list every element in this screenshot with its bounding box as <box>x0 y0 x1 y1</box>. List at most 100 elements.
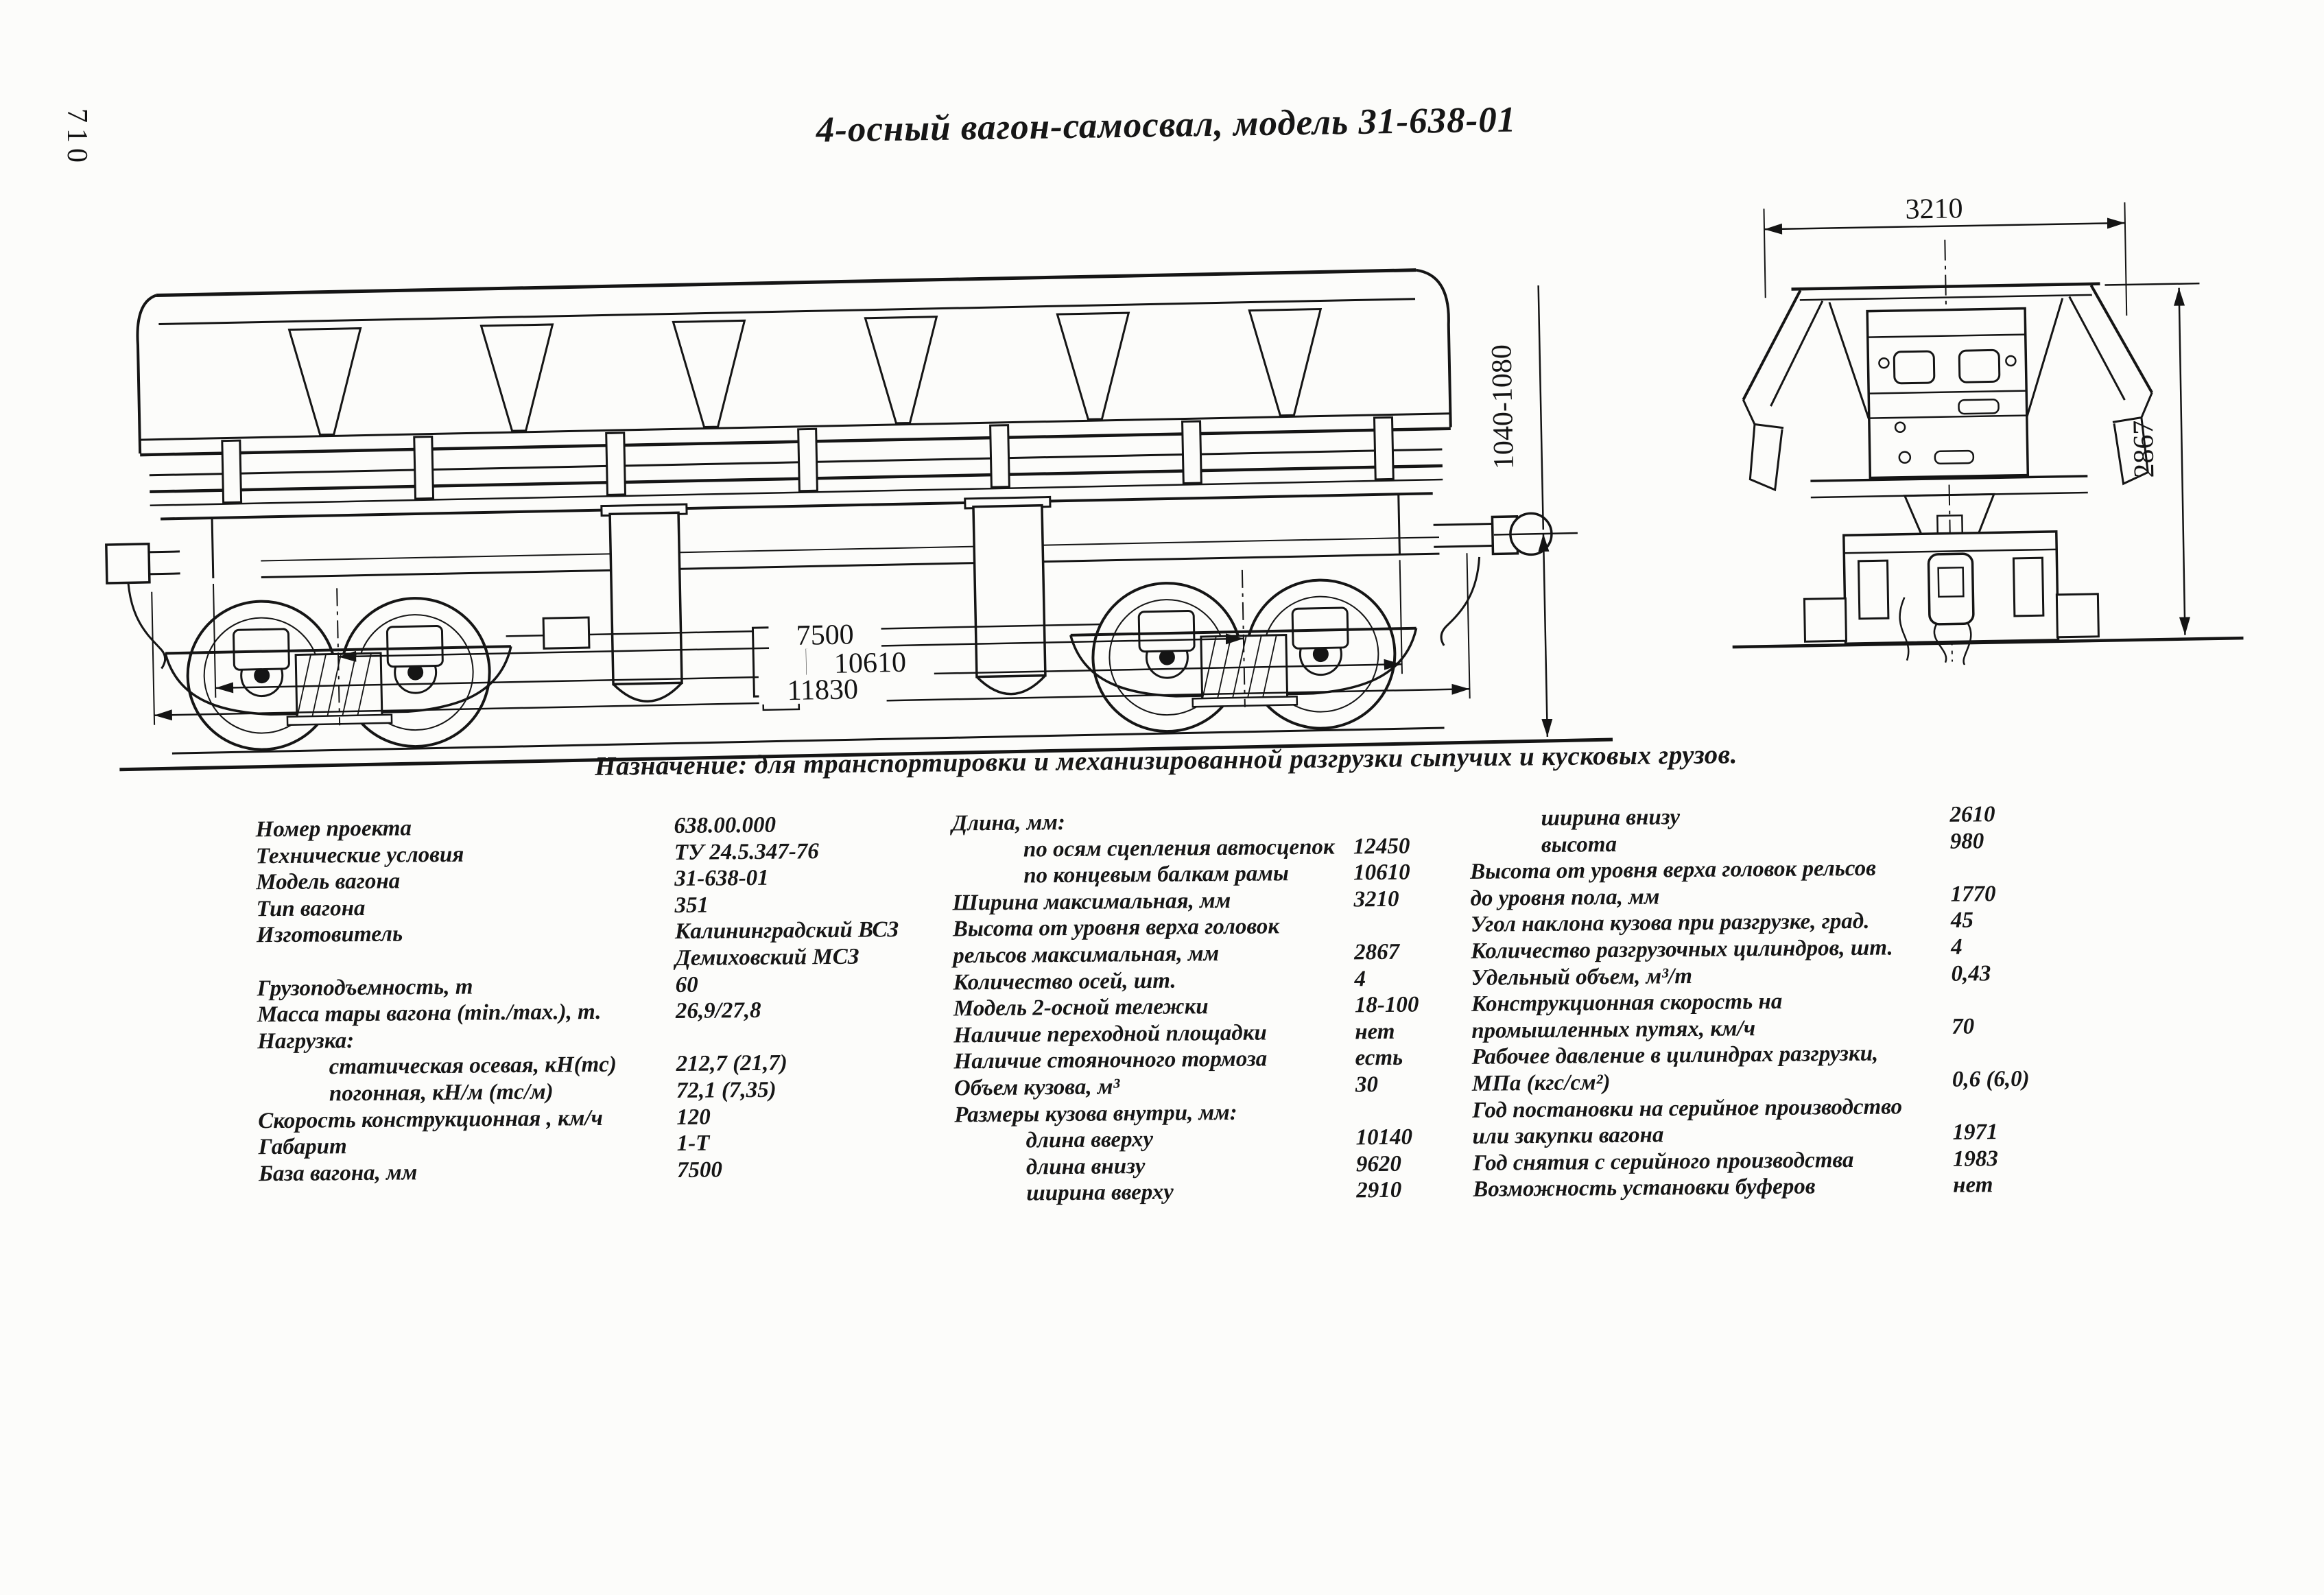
spec-value: 120 <box>676 1104 711 1130</box>
spec-value: 60 <box>675 972 698 997</box>
spec-row: Размеры кузова внутри, мм: <box>954 1097 1472 1128</box>
spec-label: Модель вагона <box>256 869 401 895</box>
spec-value: нет <box>1355 1019 1395 1045</box>
spec-row: Количество осей, шт. 4 <box>953 965 1471 995</box>
spec-value: 18-100 <box>1354 992 1419 1018</box>
end-view-dimension-lines <box>1763 202 2200 635</box>
spec-value: 72,1 (7,35) <box>676 1077 776 1103</box>
spec-label: или закупки вагона <box>1472 1122 1664 1149</box>
spec-value: ТУ 24.5.347-76 <box>674 838 819 865</box>
spec-label: погонная, кН/м (тс/м) <box>329 1079 554 1107</box>
spec-value: 351 <box>674 893 709 918</box>
spec-row: Ширина максимальная, мм 3210 <box>952 886 1470 917</box>
spec-label: Высота от уровня верха головок <box>952 914 1280 942</box>
spec-row: Объем кузова, м³ 30 <box>954 1071 1472 1102</box>
dim-overall-length-label: 11830 <box>787 674 858 707</box>
spec-label: Грузоподъемность, т <box>257 974 473 1001</box>
dim-width-label: 3210 <box>1905 193 1963 225</box>
spec-value: 0,43 <box>1951 960 1991 986</box>
spec-label: МПа (кгс/см²) <box>1471 1070 1611 1096</box>
spec-label: Изготовитель <box>256 921 403 948</box>
spec-label: Объем кузова, м³ <box>953 1074 1120 1101</box>
spec-label: длина вверху <box>1025 1127 1154 1153</box>
spec-row: по концевым балкам рамы 10610 <box>952 859 1470 890</box>
spec-label: Номер проекта <box>255 816 412 842</box>
spec-label: Модель 2-осной тележки <box>953 994 1209 1021</box>
dim-height-label: 2867 <box>2128 420 2160 478</box>
spec-label: Нагрузка: <box>257 1028 355 1054</box>
spec-label: Тип вагона <box>256 895 366 922</box>
spec-label: ширина вверху <box>1026 1179 1174 1206</box>
side-view-drawing: 7500 10610 11830 1040-1080 <box>97 240 1624 847</box>
spec-value: 30 <box>1355 1072 1379 1098</box>
spec-label: Год снятия с серийного производства <box>1472 1147 1854 1176</box>
spec-row: длина внизу 9620 <box>955 1150 1473 1181</box>
spec-row: ширина вверху 2910 <box>955 1177 1473 1207</box>
spec-value: 4 <box>1354 966 1366 991</box>
spec-value: 2610 <box>1949 802 1995 827</box>
spec-label: статическая осевая, кН(тс) <box>329 1052 617 1080</box>
spec-label: Ширина максимальная, мм <box>952 888 1231 916</box>
spec-label: Наличие переходной площадки <box>953 1020 1267 1048</box>
spec-row: Возможность установки буферов нет <box>1473 1170 2193 1203</box>
spec-value: 0,6 (6,0) <box>1952 1066 2030 1092</box>
spec-value: 1983 <box>1952 1146 1999 1172</box>
spec-row: рельсов максимальная, мм 2867 <box>953 938 1471 969</box>
page-title: 4-осный вагон-самосвал, модель 31-638-01 <box>816 99 1517 150</box>
spec-value: Калининградский ВСЗ <box>674 917 899 945</box>
dim-coupler-height-label: 1040-1080 <box>1486 344 1520 470</box>
spec-label: рельсов максимальная, мм <box>953 941 1220 969</box>
spec-value: 2867 <box>1354 939 1400 965</box>
page-number: 710 <box>61 108 93 168</box>
spec-label: Угол наклона кузова при разгрузке, град. <box>1470 909 1870 938</box>
spec-label: ширина внизу <box>1541 805 1681 831</box>
spec-label: по концевым балкам рамы <box>1023 861 1289 888</box>
spec-label: Длина, мм: <box>951 810 1066 836</box>
spec-label: до уровня пола, мм <box>1470 884 1660 911</box>
spec-label: Наличие стояночного тормоза <box>953 1046 1268 1074</box>
spec-row: длина вверху 10140 <box>954 1124 1472 1155</box>
spec-value: 980 <box>1949 828 1984 854</box>
spec-label: Технические условия <box>255 842 464 869</box>
spec-value: 9620 <box>1355 1151 1402 1177</box>
spec-label: промышленных путях, км/ч <box>1471 1015 1756 1043</box>
spec-value: 1971 <box>1952 1120 1998 1145</box>
spec-value: 4 <box>1951 934 1963 960</box>
spec-value: 10140 <box>1355 1124 1413 1150</box>
spec-label: Масса тары вагона (min./max.), т. <box>257 1000 602 1028</box>
spec-label: Конструкционная скорость на <box>1471 989 1783 1017</box>
spec-label: длина внизу <box>1025 1153 1146 1180</box>
spec-value: Демиховский МСЗ <box>675 944 859 971</box>
dim-bogie-base-label: 7500 <box>796 619 854 652</box>
spec-value: 2910 <box>1356 1178 1402 1203</box>
spec-value: 3210 <box>1353 886 1399 912</box>
spec-label: Высота от уровня верха головок рельсов <box>1470 855 1877 885</box>
spec-value: 70 <box>1952 1014 1975 1039</box>
spec-row: Длина, мм: <box>951 806 1469 837</box>
end-view-drawing: 3210 2867 <box>1724 179 2295 669</box>
spec-value: нет <box>1953 1172 1993 1198</box>
spec-label: Возможность установки буферов <box>1473 1174 1816 1203</box>
spec-value: 1-Т <box>676 1131 710 1157</box>
spec-value: есть <box>1355 1045 1403 1071</box>
spec-label: Количество осей, шт. <box>953 968 1176 995</box>
spec-value: 212,7 (21,7) <box>676 1050 787 1077</box>
end-view-dimension-labels: 3210 2867 <box>1905 193 2160 478</box>
spec-label: Габарит <box>258 1134 347 1160</box>
spec-label: Количество разгрузочных цилиндров, шт. <box>1471 935 1893 964</box>
spec-value: 638.00.000 <box>674 812 776 838</box>
spec-label: по осям сцепления автосцепок <box>1023 834 1335 862</box>
spec-row: Высота от уровня верха головок <box>953 912 1471 943</box>
spec-label: Удельный объем, м³/т <box>1471 963 1693 991</box>
side-view-dimension-labels: 7500 10610 11830 1040-1080 <box>758 344 1520 707</box>
spec-label: высота <box>1541 831 1617 858</box>
spec-value: 45 <box>1950 908 1974 934</box>
spec-value: 10610 <box>1353 860 1410 886</box>
spec-value: 31-638-01 <box>674 865 769 892</box>
